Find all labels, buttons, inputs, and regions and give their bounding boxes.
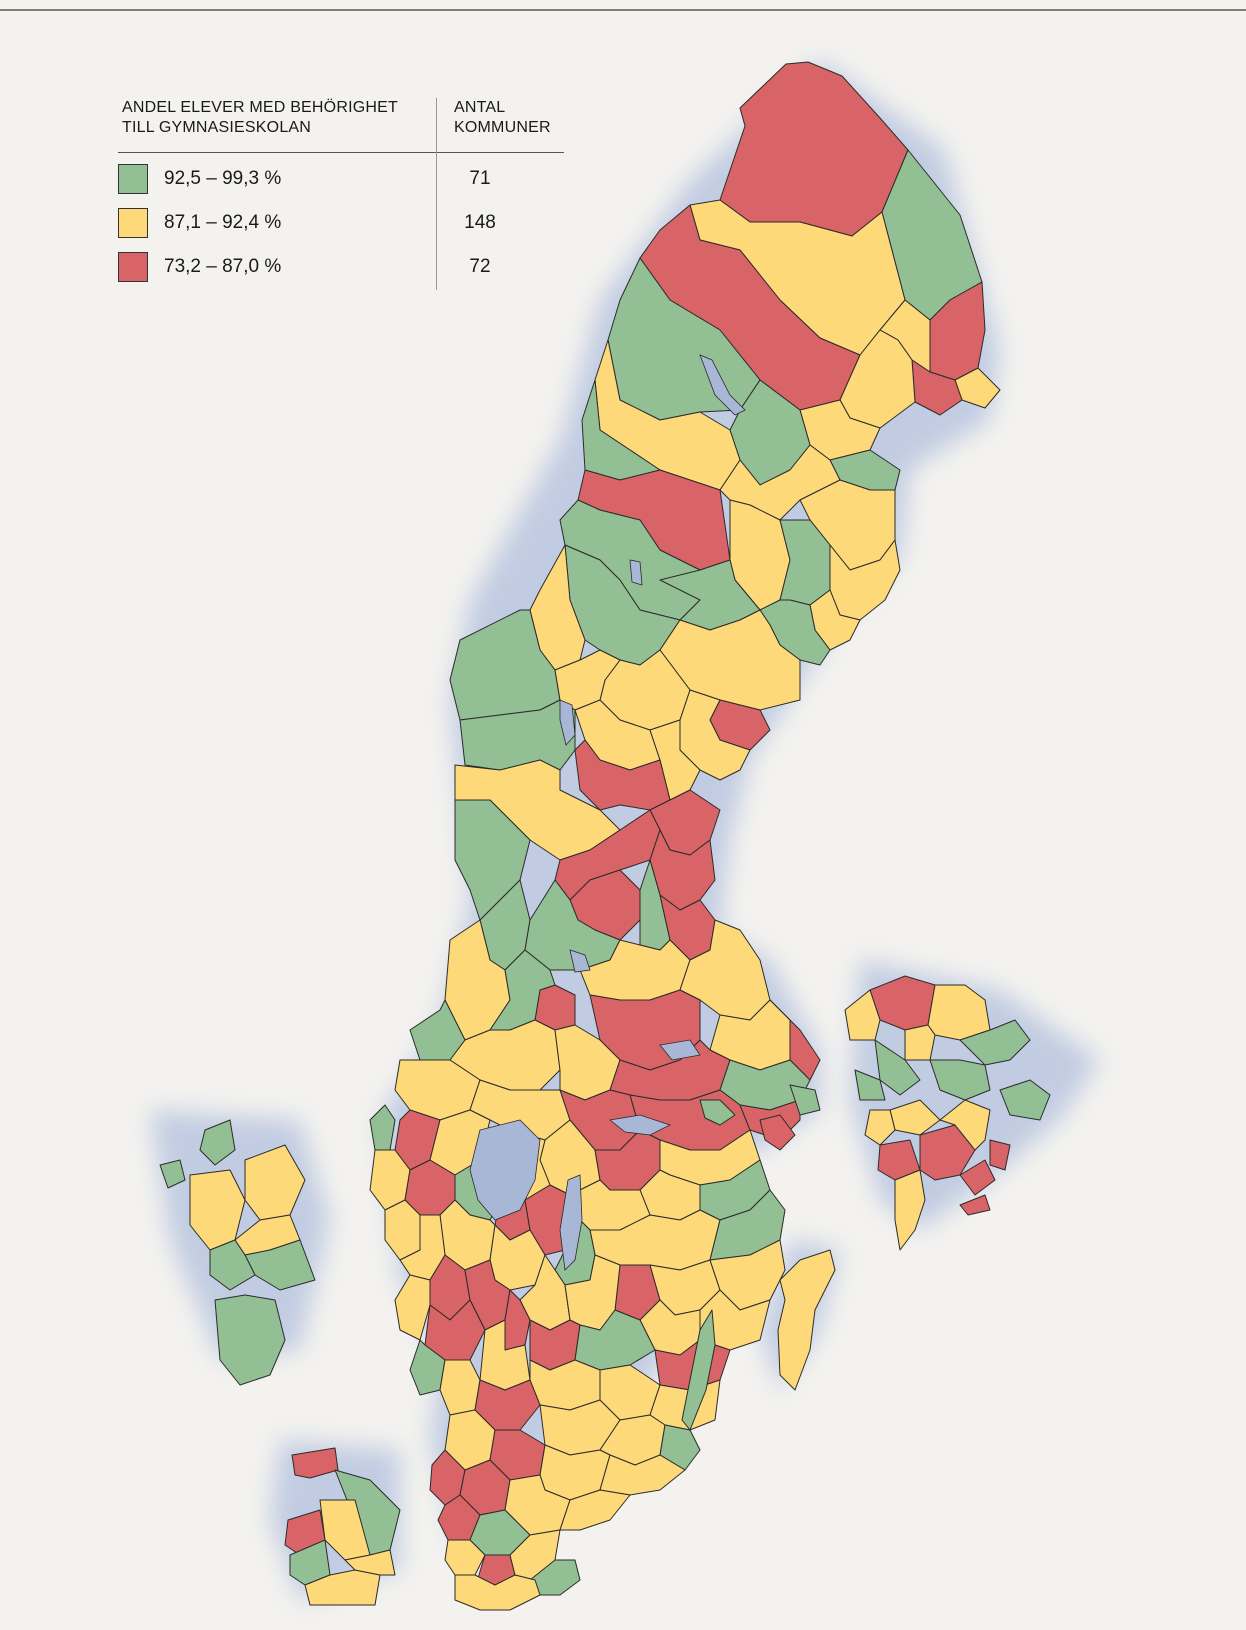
legend: ANDEL ELEVER MED BEHÖRIGHET TILL GYMNASI… [118, 98, 566, 298]
inset-malmo [284, 1447, 401, 1606]
legend-row-yellow: 87,1 – 92,4 % 148 [118, 208, 564, 240]
legend-swatch-yellow [118, 208, 148, 238]
legend-title-line1: ANDEL ELEVER MED BEHÖRIGHET [122, 99, 398, 116]
inset-gotland [777, 1249, 836, 1391]
legend-count: 71 [469, 168, 491, 189]
inset-goteborg [159, 1119, 316, 1386]
inset-stockholm [844, 975, 1051, 1251]
mainland-municipalities [369, 61, 1001, 1611]
legend-count: 148 [464, 212, 496, 233]
legend-column-divider [436, 98, 437, 290]
legend-row-red: 73,2 – 87,0 % 72 [118, 252, 564, 284]
legend-divider [118, 152, 564, 153]
legend-range: 73,2 – 87,0 % [164, 256, 282, 277]
legend-range: 92,5 – 99,3 % [164, 168, 282, 189]
legend-swatch-green [118, 164, 148, 194]
legend-count: 72 [469, 256, 491, 277]
legend-count-header-line1: ANTAL [454, 99, 506, 116]
legend-swatch-red [118, 252, 148, 282]
legend-range: 87,1 – 92,4 % [164, 212, 282, 233]
top-rule [0, 9, 1246, 11]
legend-count-header: ANTAL KOMMUNER [454, 98, 574, 138]
legend-title: ANDEL ELEVER MED BEHÖRIGHET TILL GYMNASI… [122, 98, 432, 138]
legend-row-green: 92,5 – 99,3 % 71 [118, 164, 564, 196]
lakes [469, 354, 746, 1271]
legend-title-line2: TILL GYMNASIESKOLAN [122, 119, 312, 136]
legend-count-header-line2: KOMMUNER [454, 119, 551, 136]
